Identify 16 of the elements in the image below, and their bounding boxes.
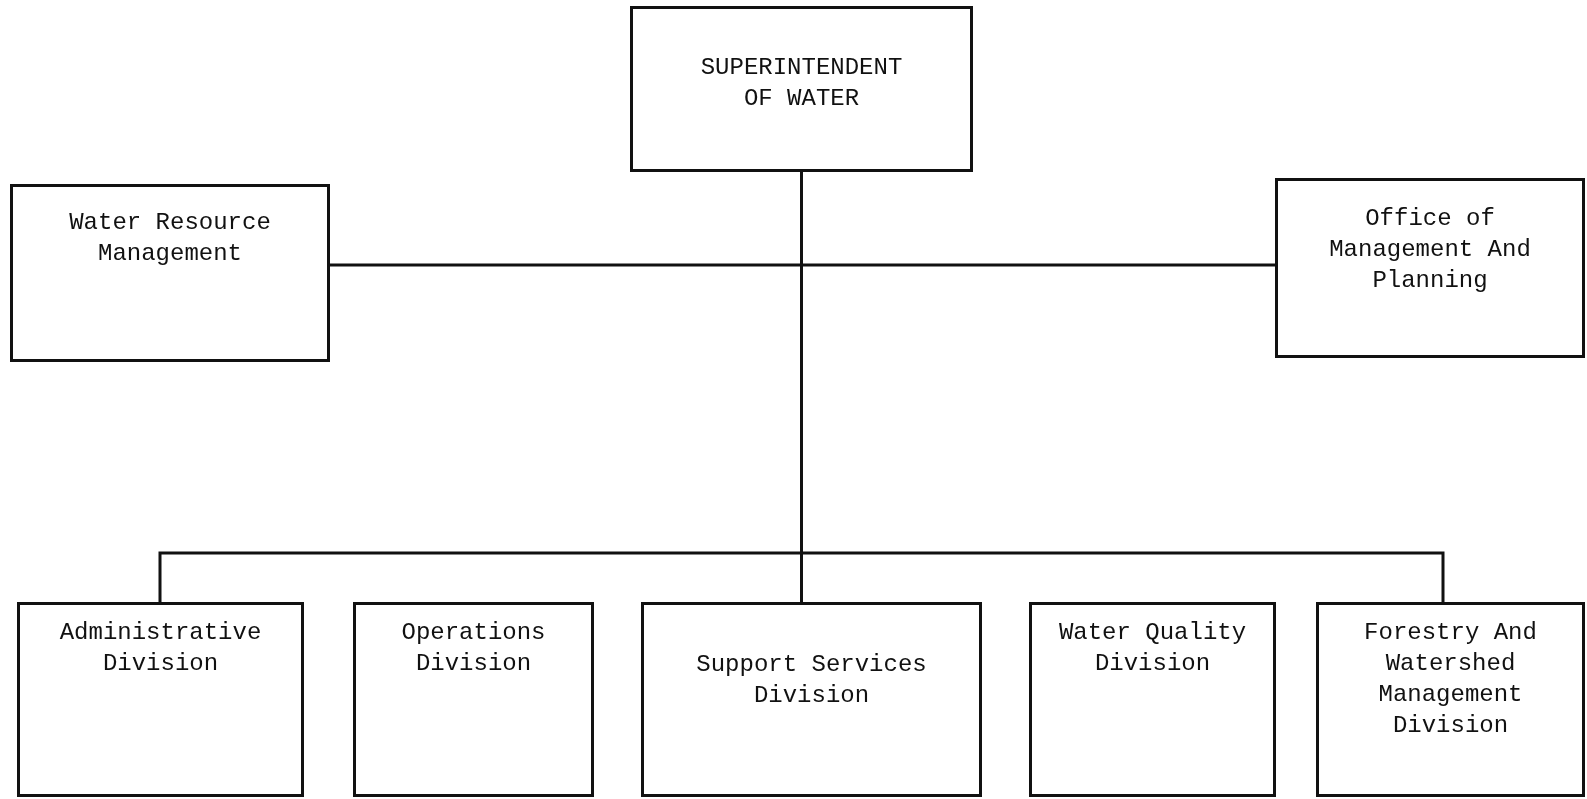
org-box xyxy=(1316,602,1585,797)
org-box xyxy=(641,602,982,797)
unit-name: Operations Division xyxy=(400,618,547,679)
unit-name: Forestry And Watershed Management Division xyxy=(1363,618,1538,741)
org-box xyxy=(630,6,973,172)
org-box xyxy=(1029,602,1276,797)
unit-name: Office of Management And Planning xyxy=(1328,204,1532,296)
org-box xyxy=(10,184,330,362)
org-box xyxy=(17,602,304,797)
org-box xyxy=(353,602,594,797)
org-box xyxy=(1275,178,1585,358)
unit-name: Administrative Division xyxy=(58,618,263,679)
unit-name: Water Resource Management xyxy=(68,208,272,269)
unit-name: Water Quality Division xyxy=(1057,618,1248,679)
unit-name: SUPERINTENDENT OF WATER xyxy=(699,53,904,114)
unit-name: Support Services Division xyxy=(695,650,928,711)
